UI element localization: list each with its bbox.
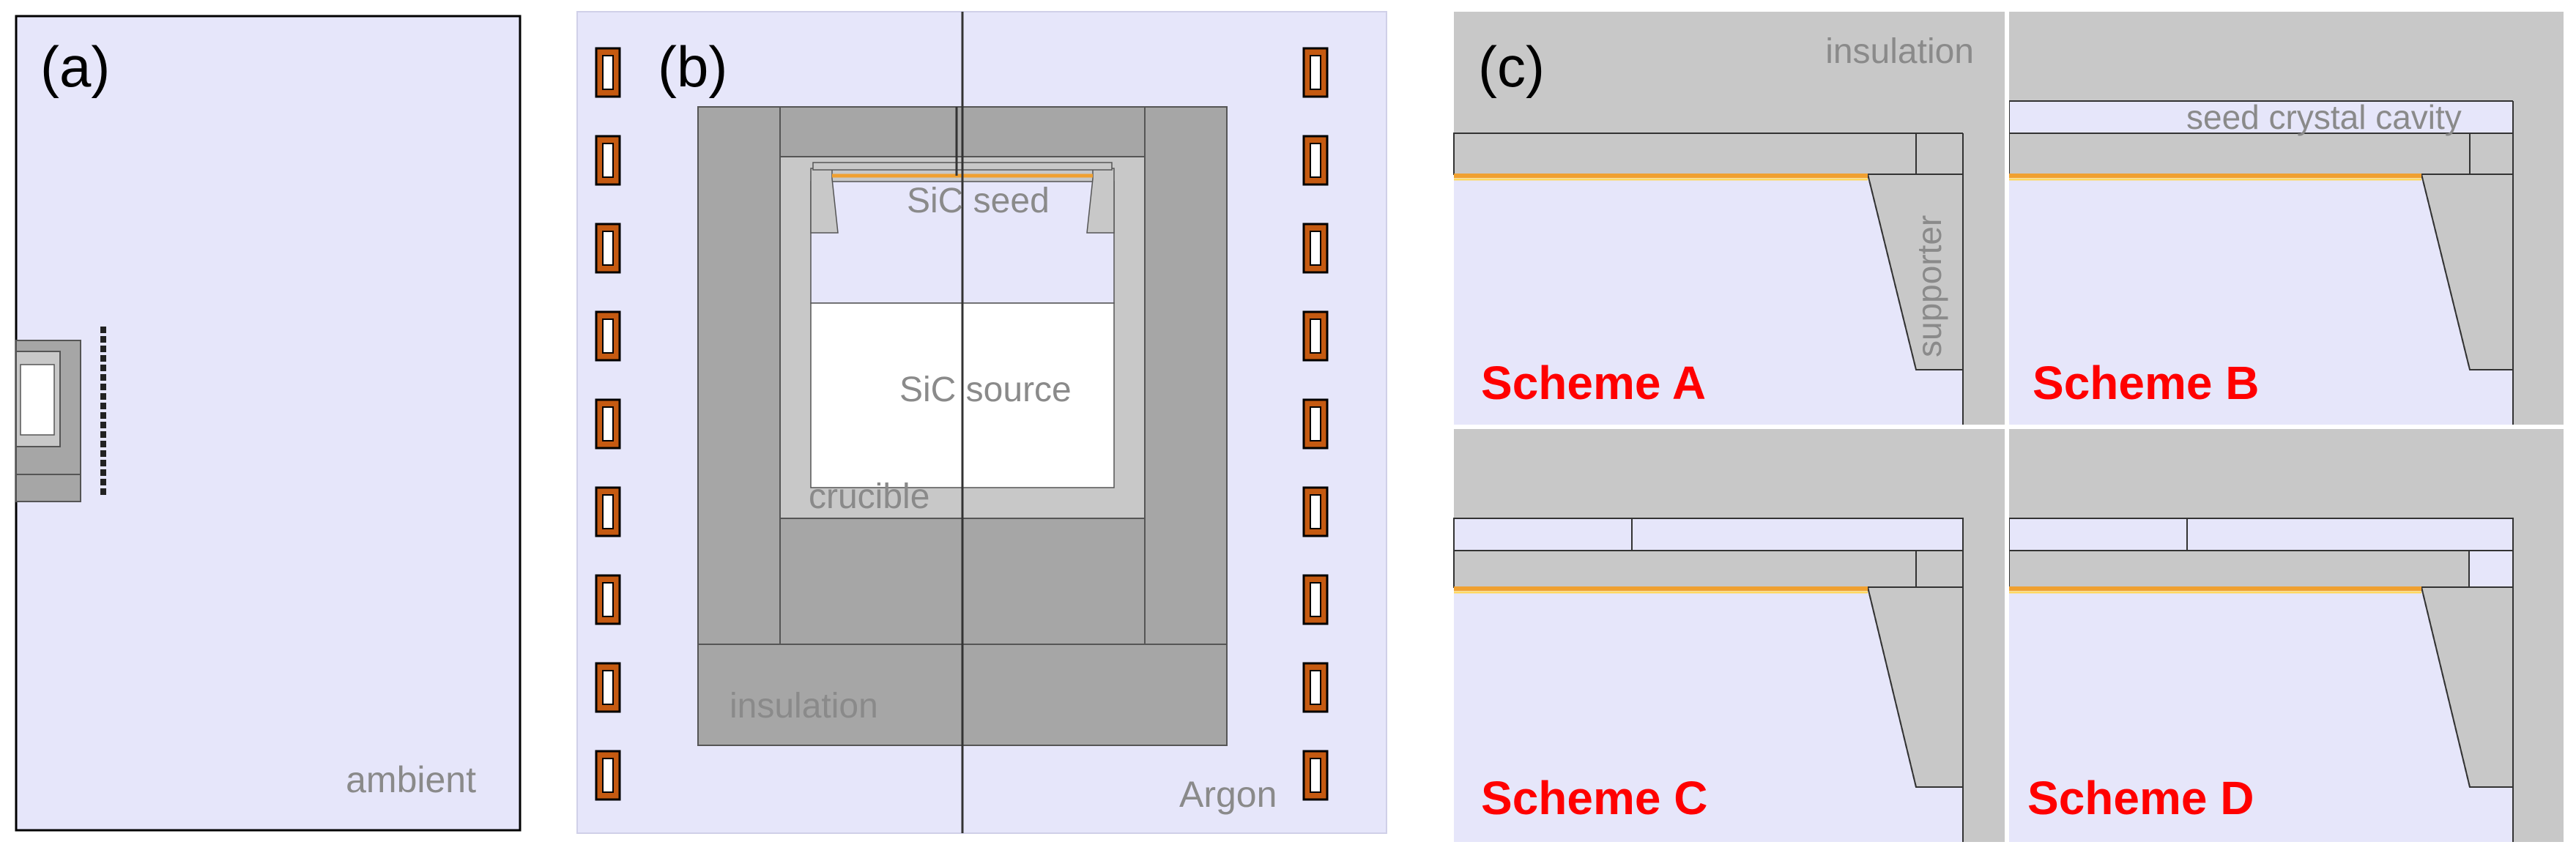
- thumbnail-coil-18: [100, 488, 106, 495]
- coil-left-2-core: [602, 143, 614, 178]
- insulation-label-c: insulation: [1825, 32, 1974, 71]
- supporter-label: supporter: [1910, 215, 1948, 357]
- coil-right-4-core: [1310, 318, 1321, 354]
- ambient-label: ambient: [346, 759, 476, 800]
- thumbnail-coil-10: [100, 412, 106, 419]
- sic-source-label: SiC source: [899, 370, 1072, 409]
- panel-a-background: [15, 15, 521, 832]
- thumbnail-coil-3: [100, 346, 106, 352]
- thumbnail-coil-17: [100, 479, 106, 485]
- insulation-left-wall: [697, 106, 781, 645]
- coils-right: [1302, 47, 1329, 801]
- panel-b: SiC seed SiC source crucible insulation …: [576, 11, 1387, 834]
- coils-left: [595, 47, 621, 801]
- thumbnail-coil-4: [100, 355, 106, 362]
- coil-right-2-core: [1310, 143, 1321, 178]
- thumbnail-coil-12: [100, 431, 106, 438]
- coil-right-6-core: [1310, 494, 1321, 529]
- thumbnail-coil-14: [100, 450, 106, 457]
- coil-left-3-core: [602, 231, 614, 266]
- coil-right-9-core: [1310, 758, 1321, 793]
- coil-right-5-core: [1310, 406, 1321, 441]
- scheme-b-label: Scheme B: [2033, 357, 2259, 409]
- coil-right-7-core: [1310, 582, 1321, 617]
- thumbnail-coil-1: [100, 327, 106, 333]
- coil-right-1-core: [1310, 55, 1321, 90]
- supporter-shape: [1866, 174, 1964, 370]
- coil-left-4-core: [602, 318, 614, 354]
- panel-b-label: (b): [658, 34, 727, 99]
- scheme-b-subpanel: seed crystal cavity Scheme B: [2008, 12, 2564, 425]
- coil-left-1-core: [602, 55, 614, 90]
- scheme-d-label: Scheme D: [2027, 772, 2254, 824]
- scheme-a-subpanel: insulation supporter Scheme A: [1453, 12, 2005, 425]
- thumbnail-coil-2: [100, 336, 106, 343]
- scheme-a-label: Scheme A: [1481, 357, 1706, 409]
- coil-left-8-core: [602, 670, 614, 705]
- coil-left-9-core: [602, 758, 614, 793]
- thumbnail-coil-13: [100, 441, 106, 447]
- coil-right-3-core: [1310, 231, 1321, 266]
- scheme-d-subpanel: Scheme D: [2008, 429, 2564, 842]
- thumbnail-coil-9: [100, 403, 106, 409]
- thumbnail-coil-6: [100, 374, 106, 381]
- thumbnail-coil-16: [100, 469, 106, 476]
- scheme-c-label: Scheme C: [1481, 772, 1707, 824]
- seed-cavity-label: seed crystal cavity: [2186, 98, 2462, 136]
- coil-right-8-core: [1310, 670, 1321, 705]
- panel-a-label: (a): [40, 34, 110, 99]
- insulation-label: insulation: [730, 687, 878, 726]
- argon-label: Argon: [1179, 774, 1277, 815]
- panel-a: (a) ambient: [15, 15, 521, 832]
- insulation-right-wall: [1144, 106, 1228, 645]
- thumbnail-coils: [100, 327, 106, 495]
- panel-c: insulation supporter Scheme A seed cryst…: [1453, 12, 2564, 842]
- coil-left-5-core: [602, 406, 614, 441]
- panel-c-label: (c): [1478, 34, 1545, 99]
- thumbnail-coil-15: [100, 460, 106, 466]
- crucible-label: crucible: [809, 477, 929, 516]
- thumbnail-coil-11: [100, 422, 106, 428]
- thumbnail-coil-8: [100, 393, 106, 400]
- furnace-thumbnail: [15, 340, 81, 502]
- thumbnail-coil-5: [100, 365, 106, 371]
- coil-left-7-core: [602, 582, 614, 617]
- scheme-c-subpanel: Scheme C: [1453, 429, 2005, 842]
- coil-left-6-core: [602, 494, 614, 529]
- sic-seed-label: SiC seed: [907, 182, 1050, 220]
- thumbnail-coil-7: [100, 384, 106, 390]
